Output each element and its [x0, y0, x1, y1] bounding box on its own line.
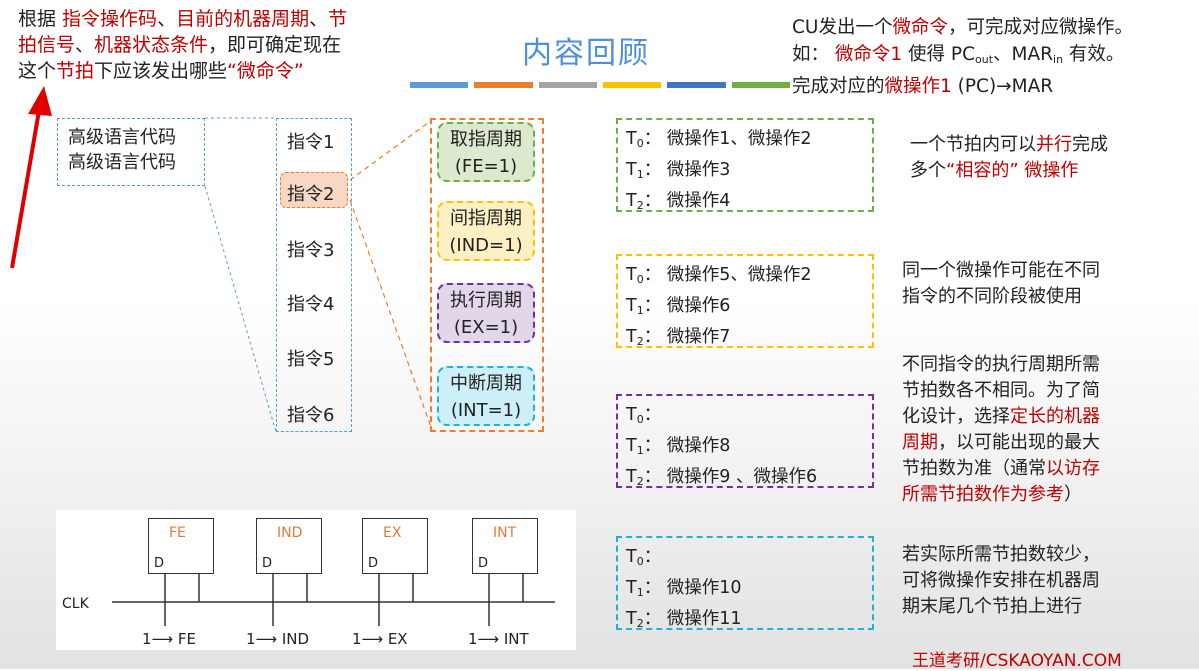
- note-tail-schedule: 若实际所需节拍数较少， 可将微操作安排在机器周 期末尾几个节拍上进行: [902, 544, 1100, 617]
- timing-row: T0： 微操作1、微操作2: [626, 129, 812, 150]
- timing-row: T2： 微操作7: [626, 327, 731, 348]
- footer-brand: 王道考研/CSKAOYAN.COM: [912, 651, 1122, 671]
- page-title: 内容回顾: [522, 36, 650, 71]
- color-bar: [410, 82, 469, 88]
- stage-execute: 执行周期(EX=1): [437, 283, 535, 343]
- timing-row: T0：: [626, 405, 662, 426]
- machine-cycle-box: [430, 118, 544, 432]
- high-level-code-box: 高级语言代码 高级语言代码: [57, 118, 205, 186]
- code-line: 高级语言代码: [68, 152, 176, 173]
- instruction-item: 指令4: [287, 294, 335, 315]
- instruction-item: 指令1: [287, 132, 335, 153]
- color-bar: [602, 82, 662, 88]
- color-bar: [731, 82, 790, 88]
- input-fe: 1⟶ FE: [142, 630, 196, 648]
- timing-row: T1： 微操作3: [626, 160, 731, 181]
- code-line: 高级语言代码: [68, 127, 176, 148]
- title-color-bars: [410, 82, 790, 88]
- timing-row: T0： 微操作5、微操作2: [626, 265, 812, 286]
- clk-label: CLK: [62, 596, 89, 612]
- instruction-item: 指令6: [287, 405, 335, 426]
- stage-fetch: 取指周期(FE=1): [437, 122, 535, 182]
- timing-row: T1： 微操作8: [626, 436, 731, 457]
- input-ind: 1⟶ IND: [246, 630, 310, 648]
- timing-row: T1： 微操作10: [626, 578, 742, 599]
- color-bar: [474, 82, 533, 88]
- timing-row: T2： 微操作11: [626, 609, 742, 630]
- top-right-note: CU发出一个微命令，可完成对应微操作。 如： 微命令1 使得 PCout、MAR…: [792, 17, 1133, 97]
- color-bar: [538, 82, 597, 88]
- instruction-highlight: [280, 172, 348, 208]
- top-left-note: 根据 指令操作码、目前的机器周期、节 拍信号、机器状态条件，即可确定现在 这个节…: [18, 8, 348, 82]
- input-ex: 1⟶ EX: [352, 630, 408, 648]
- input-int: 1⟶ INT: [468, 630, 529, 648]
- stage-indirect: 间指周期(IND=1): [437, 201, 535, 261]
- note-parallel: 一个节拍内可以并行完成 多个“相容的” 微操作: [910, 134, 1108, 181]
- note-reuse: 同一个微操作可能在不同 指令的不同阶段被使用: [902, 260, 1100, 307]
- instruction-item: 指令2: [287, 184, 335, 205]
- color-bar: [667, 82, 726, 88]
- timing-row: T2： 微操作4: [626, 191, 731, 212]
- timing-row: T0：: [626, 547, 662, 568]
- timing-row: T1： 微操作6: [626, 296, 731, 317]
- instruction-item: 指令5: [287, 349, 335, 370]
- instruction-list-box: [276, 118, 352, 432]
- note-fixed-length: 不同指令的执行周期所需 节拍数各不相同。为了简 化设计，选择定长的机器 周期，以…: [902, 354, 1100, 505]
- instruction-item: 指令3: [287, 240, 335, 261]
- timing-row: T2： 微操作9 、微操作6: [626, 467, 818, 488]
- stage-interrupt: 中断周期(INT=1): [437, 366, 535, 426]
- red-arrow-icon: [10, 86, 52, 269]
